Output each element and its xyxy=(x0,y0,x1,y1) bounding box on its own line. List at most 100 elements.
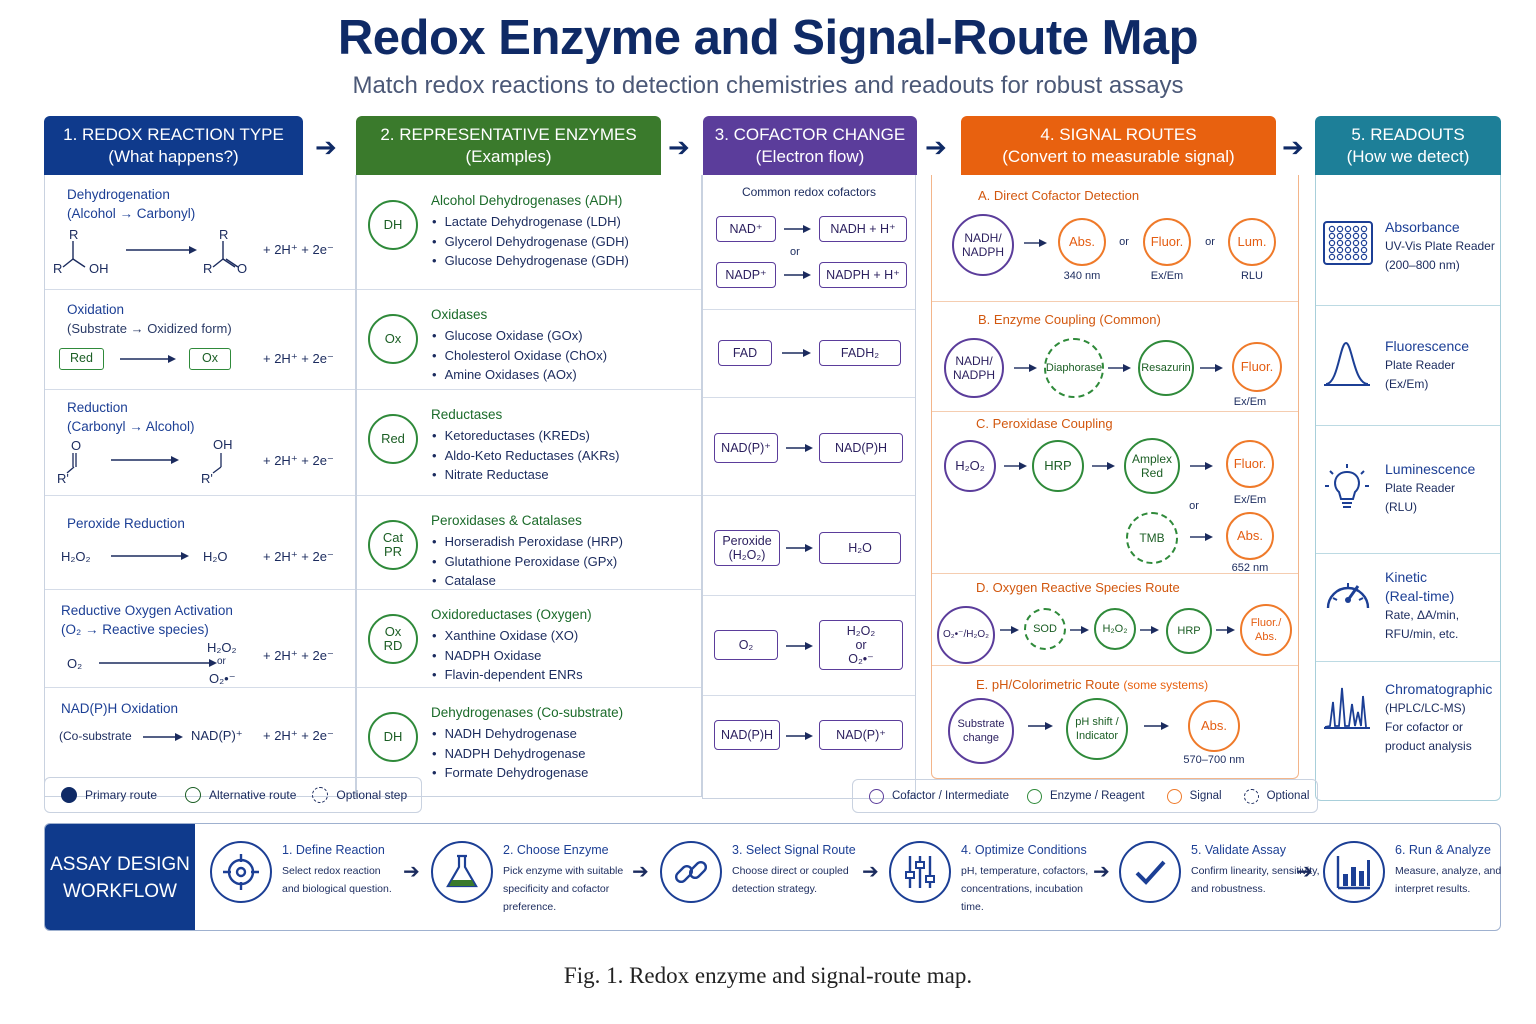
arrow-icon xyxy=(1190,533,1213,541)
readout-description: Plate Reader(Ex/Em) xyxy=(1385,358,1456,391)
optional-swatch xyxy=(1243,788,1259,804)
workflow-step-title: 5. Validate Assay xyxy=(1191,843,1286,857)
enzyme-class-badge: DH xyxy=(368,200,418,250)
resazurin-node: Resazurin xyxy=(1138,340,1194,396)
enzyme-item: Lactate Dehydrogenase (LDH) xyxy=(432,212,629,232)
enzyme-class-badge: Red xyxy=(368,414,418,464)
enzyme-family-title: Reductases xyxy=(431,407,503,422)
arrow-icon xyxy=(786,732,813,740)
route-legend: Primary route Alternative route Optional… xyxy=(44,777,422,813)
enzyme-item: Nitrate Reductase xyxy=(432,465,619,485)
readout-title: Fluorescence xyxy=(1385,338,1470,354)
flow-arrow-icon: ➔ xyxy=(668,132,690,162)
enzyme-class-badge: DH xyxy=(368,712,418,762)
enzyme-item: Ketoreductases (KREDs) xyxy=(432,426,619,446)
workflow-step-description: Confirm linearity, sensitivity,and robus… xyxy=(1191,865,1320,895)
primary-route-swatch xyxy=(61,787,77,803)
column-header-reaction: 1. REDOX REACTION TYPE(What happens?) xyxy=(44,116,303,175)
readout-title: Kinetic(Real-time) xyxy=(1385,569,1455,604)
arrow-icon xyxy=(1092,462,1115,470)
cofactor-box: NAD(P)⁺ xyxy=(714,433,778,463)
diaphorase-node: Diaphorase xyxy=(1044,338,1104,398)
enzyme-item: Horseradish Peroxidase (HRP) xyxy=(432,532,623,552)
enzyme-item: Glycerol Dehydrogenase (GDH) xyxy=(432,232,629,252)
page-title: Redox Enzyme and Signal-Route Map xyxy=(337,11,1199,65)
sod-node: SOD xyxy=(1024,608,1066,650)
enzyme-list: NADH DehydrogenaseNADPH DehydrogenaseFor… xyxy=(432,724,589,783)
fluorescence-signal-node: Fluor. xyxy=(1226,440,1274,488)
readout-description: UV-Vis Plate Reader(200–800 nm) xyxy=(1385,239,1495,272)
flow-arrow-icon: ➔ xyxy=(1282,132,1304,162)
workflow-step-title: 6. Run & Analyze xyxy=(1395,843,1491,857)
arrow-icon xyxy=(1070,626,1089,634)
cofactor-box: NADH + H⁺ xyxy=(819,216,907,242)
substrate-red-box: Red xyxy=(59,348,104,370)
arrow-icon xyxy=(1200,364,1223,372)
link-icon xyxy=(660,841,722,903)
workflow-arrow-icon: ➔ xyxy=(632,861,649,883)
arrow-icon xyxy=(786,642,813,650)
nadh-source-node: NADH/NADPH xyxy=(944,338,1004,398)
h2o2-node: H₂O₂ xyxy=(944,440,996,492)
reaction-column: Dehydrogenation(Alcohol → Carbonyl) R R … xyxy=(44,175,356,797)
signal-swatch xyxy=(1166,788,1182,804)
chromatogram-icon xyxy=(1322,682,1372,737)
arrow-icon xyxy=(1144,722,1169,730)
cofactor-box: FADH₂ xyxy=(819,340,901,366)
h2o2-node: H₂O₂ xyxy=(1094,608,1136,650)
enzyme-item: NADH Dehydrogenase xyxy=(432,724,588,744)
arrow-icon xyxy=(1014,364,1037,372)
arrow-icon xyxy=(784,271,811,279)
nadh-source-node: NADH/NADPH xyxy=(952,214,1014,276)
enzyme-item: Glucose Oxidase (GOx) xyxy=(432,326,607,346)
workflow-arrow-icon: ➔ xyxy=(1296,861,1313,883)
enzyme-list: Glucose Oxidase (GOx)Cholesterol Oxidase… xyxy=(432,326,608,385)
cofactor-box: NADP⁺ xyxy=(716,262,776,288)
arrow-icon xyxy=(1140,626,1159,634)
optional-step-swatch xyxy=(312,787,329,803)
enzyme-list: Horseradish Peroxidase (HRP)Glutathione … xyxy=(432,532,623,591)
product-ox-box: Ox xyxy=(189,348,231,370)
arrow-icon xyxy=(1108,364,1131,372)
cofactor-box: Peroxide(H₂O₂) xyxy=(714,530,780,566)
ph-indicator-node: pH shift /Indicator xyxy=(1066,698,1128,760)
arrow-icon xyxy=(1004,462,1027,470)
cofactor-box: NAD(P)H xyxy=(819,433,903,463)
workflow-arrow-icon: ➔ xyxy=(403,861,420,883)
enzyme-family-title: Oxidases xyxy=(431,307,488,322)
workflow-step-description: pH, temperature, cofactors,concentration… xyxy=(961,865,1089,913)
page-subtitle: Match redox reactions to detection chemi… xyxy=(352,72,1184,99)
cofactor-swatch xyxy=(869,788,884,804)
enzyme-family-title: Oxidoreductases (Oxygen) xyxy=(431,607,592,622)
arrow-icon xyxy=(1216,626,1235,634)
route-title: D. Oxygen Reactive Species Route xyxy=(976,580,1180,595)
arrow-icon xyxy=(1024,239,1047,247)
fluor-abs-signal-node: Fluor./Abs. xyxy=(1240,604,1292,656)
enzyme-class-badge: Ox xyxy=(368,314,418,364)
fluorescence-signal-node: Fluor. xyxy=(1232,342,1282,392)
cofactor-box: H₂O xyxy=(819,532,901,564)
readout-title: Luminescence xyxy=(1385,461,1476,477)
cofactor-box: NAD(P)⁺ xyxy=(819,720,903,750)
cofactor-box: NAD⁺ xyxy=(716,216,776,242)
enzyme-item: Xanthine Oxidase (XO) xyxy=(432,626,583,646)
sliders-icon xyxy=(889,841,951,903)
column-header-signal: 4. SIGNAL ROUTES(Convert to measurable s… xyxy=(961,116,1276,175)
arrow-icon xyxy=(784,225,811,233)
flow-arrow-icon: ➔ xyxy=(925,132,947,162)
route-title: E. pH/Colorimetric Route (some systems) xyxy=(976,677,1209,692)
enzyme-item: Amine Oxidases (AOx) xyxy=(432,365,607,385)
workflow-step-title: 4. Optimize Conditions xyxy=(961,843,1087,857)
alternative-route-swatch xyxy=(185,787,202,803)
cofactor-column: Common redox cofactors xyxy=(702,175,916,799)
alcohol-to-carbonyl-structure xyxy=(62,241,239,268)
